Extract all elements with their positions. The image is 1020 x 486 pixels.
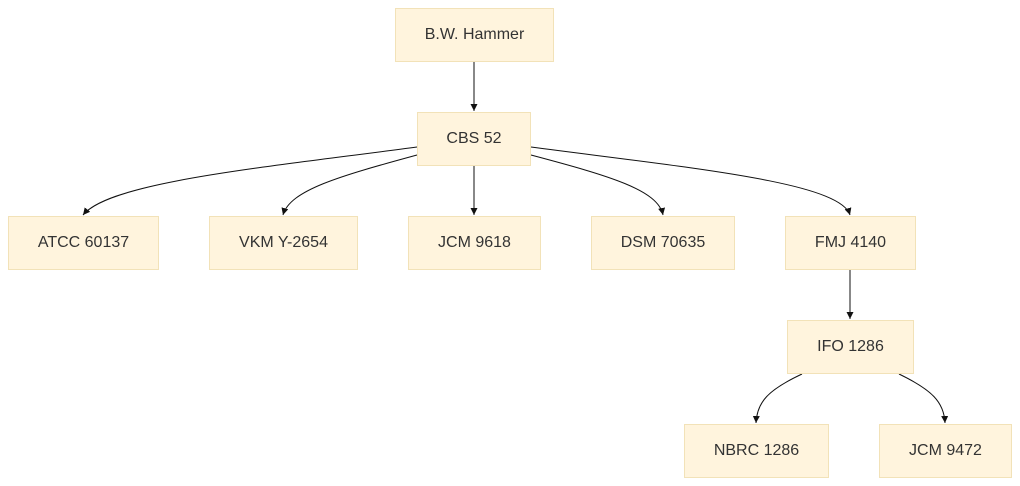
node-label: FMJ 4140 — [814, 234, 887, 251]
edge-cbs-52-to-atcc-60137 — [82, 146, 418, 216]
node-label: NBRC 1286 — [713, 442, 800, 459]
node-ifo-1286: IFO 1286 — [787, 320, 914, 374]
edge-cbs-52-to-fmj-4140 — [530, 146, 852, 216]
node-jcm-9472: JCM 9472 — [879, 424, 1012, 478]
node-label: B.W. Hammer — [424, 26, 525, 43]
node-label: JCM 9472 — [909, 442, 982, 459]
edge-ifo-1286-to-jcm-9472 — [898, 373, 949, 424]
node-jcm-9618: JCM 9618 — [408, 216, 541, 270]
node-label: ATCC 60137 — [37, 234, 130, 251]
edge-cbs-52-to-dsm-70635 — [530, 154, 666, 216]
node-label: IFO 1286 — [817, 338, 884, 355]
node-bw-hammer: B.W. Hammer — [395, 8, 554, 62]
node-dsm-70635: DSM 70635 — [591, 216, 735, 270]
node-vkm-y2654: VKM Y-2654 — [209, 216, 358, 270]
node-label: CBS 52 — [446, 130, 502, 147]
node-label: JCM 9618 — [438, 234, 511, 251]
edge-cbs-52-to-vkm-y2654 — [281, 154, 418, 216]
node-label: DSM 70635 — [620, 234, 706, 251]
node-nbrc-1286: NBRC 1286 — [684, 424, 829, 478]
node-label: VKM Y-2654 — [239, 234, 328, 251]
node-cbs-52: CBS 52 — [417, 112, 531, 166]
node-atcc-60137: ATCC 60137 — [8, 216, 159, 270]
edge-ifo-1286-to-nbrc-1286 — [752, 373, 803, 424]
node-fmj-4140: FMJ 4140 — [785, 216, 916, 270]
